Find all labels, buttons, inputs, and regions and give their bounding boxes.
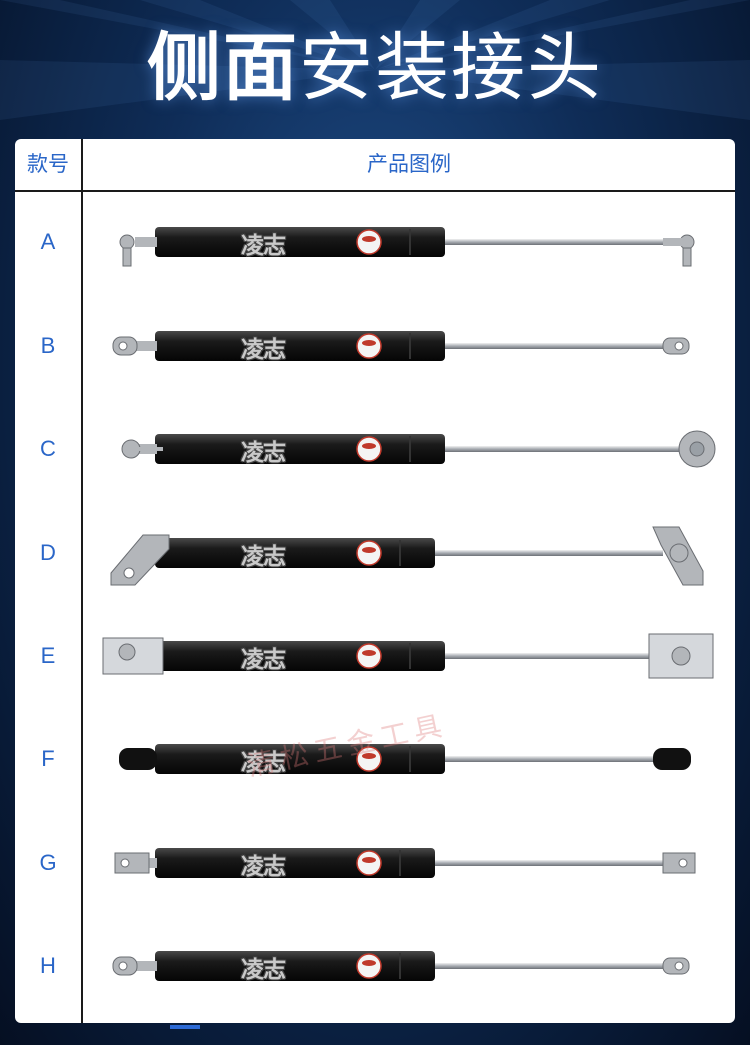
table-row: A 凌志	[15, 190, 735, 294]
piston-rod	[441, 239, 663, 245]
page-title: 侧面安装接头	[0, 18, 750, 118]
row-code: C	[40, 436, 56, 461]
piston-rod	[431, 963, 663, 969]
brand-mark: 凌志	[241, 750, 286, 776]
column-divider	[81, 139, 83, 1023]
brand-mark: 凌志	[241, 544, 286, 570]
title-light: 安装接头	[299, 25, 603, 111]
gas-strut-image: 凌志	[83, 914, 735, 1018]
table-row: G 凌志	[15, 811, 735, 915]
cylinder-body	[155, 331, 445, 361]
table-row: H 凌志	[15, 914, 735, 1018]
piston-rod	[441, 446, 683, 452]
row-code: G	[39, 850, 57, 875]
row-code: D	[40, 540, 56, 565]
cylinder-body	[155, 227, 445, 257]
cylinder-body	[155, 434, 445, 464]
gas-strut-eyelet-icon	[112, 331, 690, 361]
background-rays	[0, 0, 750, 120]
bottom-accent	[170, 1025, 200, 1029]
brand-mark: 凌志	[241, 647, 286, 673]
cylinder-body	[155, 848, 435, 878]
table-row: E 凌志	[15, 604, 735, 708]
piston-rod	[441, 343, 663, 349]
brand-mark: 凌志	[241, 854, 286, 880]
gas-strut-image: 凌志	[83, 604, 735, 708]
gas-strut-rubber-cap-icon	[119, 744, 691, 774]
gas-strut-image: 凌志	[83, 501, 735, 605]
gas-strut-flat-tab-icon	[114, 848, 696, 878]
cylinder-body	[155, 641, 445, 671]
header-picture: 产品图例	[367, 152, 451, 176]
gas-strut-image: 凌志	[83, 397, 735, 501]
brand-mark: 凌志	[241, 957, 286, 983]
gas-strut-image: 凌志	[83, 707, 735, 811]
cylinder-body	[155, 951, 435, 981]
gas-strut-image: 凌志	[83, 811, 735, 915]
table-row: B 凌志	[15, 294, 735, 398]
header-code: 款号	[27, 152, 69, 176]
table-row: D 凌志	[15, 501, 735, 605]
row-code: H	[40, 953, 56, 978]
gas-strut-angled-bracket-icon	[110, 526, 704, 586]
brand-mark: 凌志	[241, 233, 286, 259]
row-code: F	[41, 746, 55, 771]
title-bold: 侧面	[147, 25, 299, 111]
row-code: E	[40, 643, 56, 668]
header-divider	[15, 190, 735, 192]
row-code: B	[40, 333, 56, 358]
gas-strut-ball-joint-with-bolt-icon	[119, 227, 695, 267]
gas-strut-square-plate-bracket-icon	[102, 633, 714, 679]
gas-strut-image: 凌志	[83, 294, 735, 398]
cylinder-body	[155, 538, 435, 568]
brand-mark: 凌志	[241, 337, 286, 363]
gas-strut-clevis-eyelet-icon	[112, 951, 690, 981]
gas-strut-image: 凌志	[83, 190, 735, 294]
gas-strut-ball-socket-plate-icon	[121, 430, 716, 468]
piston-rod	[431, 860, 663, 866]
table-row: F 凌志	[15, 707, 735, 811]
piston-rod	[441, 653, 693, 659]
brand-mark: 凌志	[241, 440, 286, 466]
table-row: C 凌志	[15, 397, 735, 501]
piston-rod	[441, 756, 663, 762]
row-code: A	[40, 229, 56, 254]
piston-rod	[431, 550, 663, 556]
